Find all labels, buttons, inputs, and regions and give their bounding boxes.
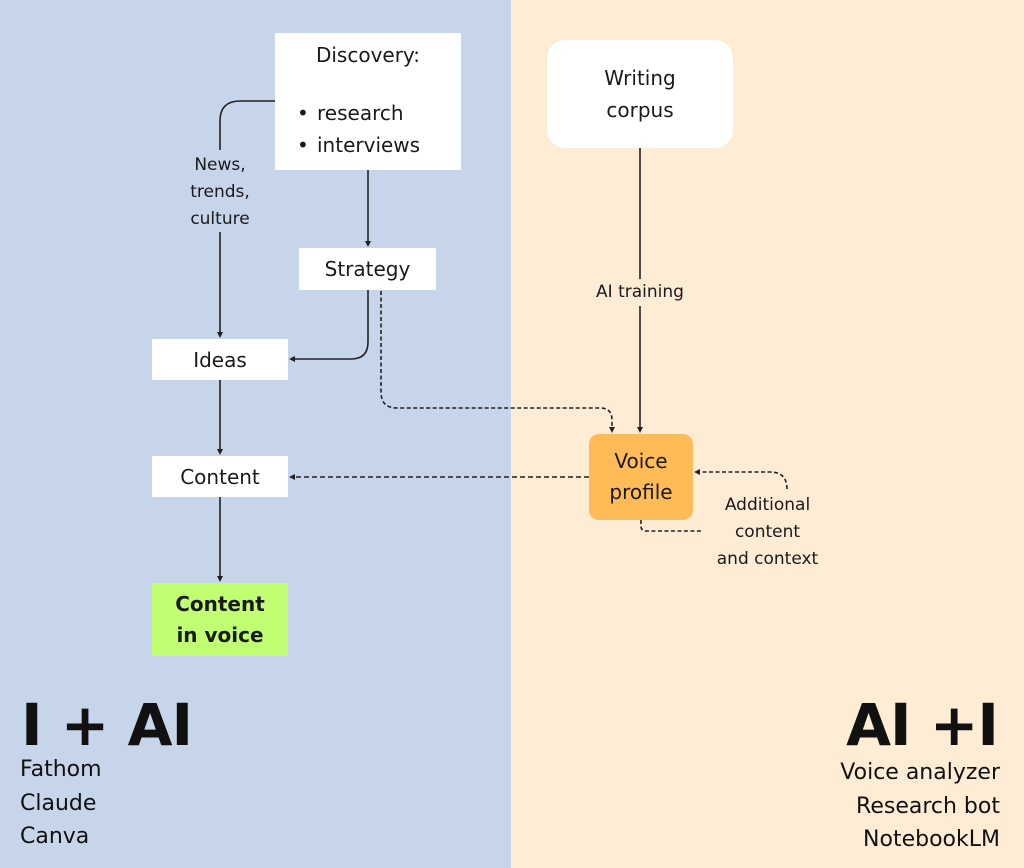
ai-training-label: AI training <box>580 279 700 305</box>
additional-label-line-1: Additional <box>724 495 811 515</box>
left-tool-item: Claude <box>20 790 97 816</box>
right-section-title: AI +I <box>846 691 999 759</box>
content-in-voice-node: Content in voice <box>152 583 288 656</box>
writing-corpus-node: Writing corpus <box>547 40 733 148</box>
discovery-list: research interviews <box>275 97 461 161</box>
voice-profile-line-1: Voice <box>614 449 668 473</box>
voice-profile-node: Voice profile <box>589 434 693 520</box>
strategy-node: Strategy <box>299 248 436 290</box>
voice-profile-line-2: profile <box>609 480 673 504</box>
content-in-voice-line-2: in voice <box>176 622 264 647</box>
discovery-node: Discovery: research interviews <box>275 33 461 170</box>
additional-label-line-3: and context <box>716 549 819 569</box>
right-tool-item: NotebookLM <box>863 827 1000 852</box>
right-tool-item: Voice analyzer <box>840 760 1000 785</box>
content-node: Content <box>152 456 288 497</box>
right-tool-item: Research bot <box>856 793 1000 819</box>
additional-content-label: Additional content and context <box>700 492 835 573</box>
writing-corpus-line-2: corpus <box>606 98 674 122</box>
discovery-item-interviews: interviews <box>297 129 461 161</box>
discovery-title: Discovery: <box>315 43 421 67</box>
news-trends-culture-label: News, trends, culture <box>175 152 265 233</box>
left-tool-item: Canva <box>20 824 90 849</box>
left-tools-list: Fathom Claude Canva <box>20 753 102 854</box>
discovery-item-research: research <box>297 97 461 129</box>
news-label-line-3: culture <box>190 209 250 229</box>
right-tools-list: Voice analyzer Research bot NotebookLM <box>840 756 1000 857</box>
news-label-line-1: News, <box>194 155 246 175</box>
left-tool-item: Fathom <box>20 757 102 782</box>
left-section-title: I + AI <box>21 691 193 759</box>
content-in-voice-line-1: Content <box>175 591 265 616</box>
additional-label-line-2: content <box>734 522 801 542</box>
ideas-node: Ideas <box>152 339 288 380</box>
news-label-line-2: trends, <box>190 182 250 202</box>
writing-corpus-line-1: Writing <box>604 66 676 90</box>
